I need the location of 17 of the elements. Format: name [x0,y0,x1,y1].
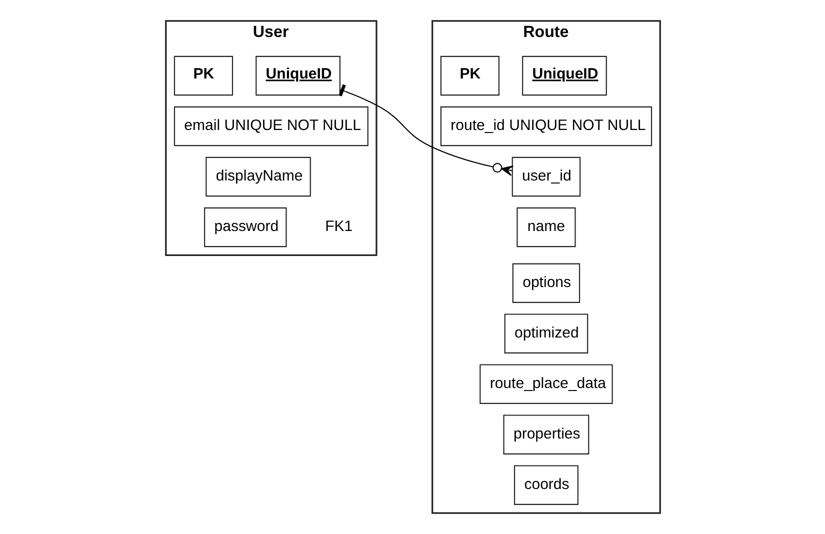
node-box: route_id UNIQUE NOT NULL [440,106,652,146]
node-box: UniqueID [255,56,340,96]
node-box: properties [502,414,589,454]
node-box: PK [173,56,233,96]
node-box: displayName [205,156,310,197]
node-box: options [512,263,580,303]
connector [338,84,514,176]
node-box: optimized [504,314,588,354]
node-box: coords [514,465,578,505]
node-box: UniqueID [522,56,606,96]
node-box: name [516,207,576,248]
label: FK1 [324,218,352,236]
node-box: email UNIQUE NOT NULL [173,106,368,146]
node-box: route_place_data [479,364,612,404]
node-box: password [204,207,286,248]
node-box: user_id [511,156,580,197]
node-box: PK [440,56,499,96]
